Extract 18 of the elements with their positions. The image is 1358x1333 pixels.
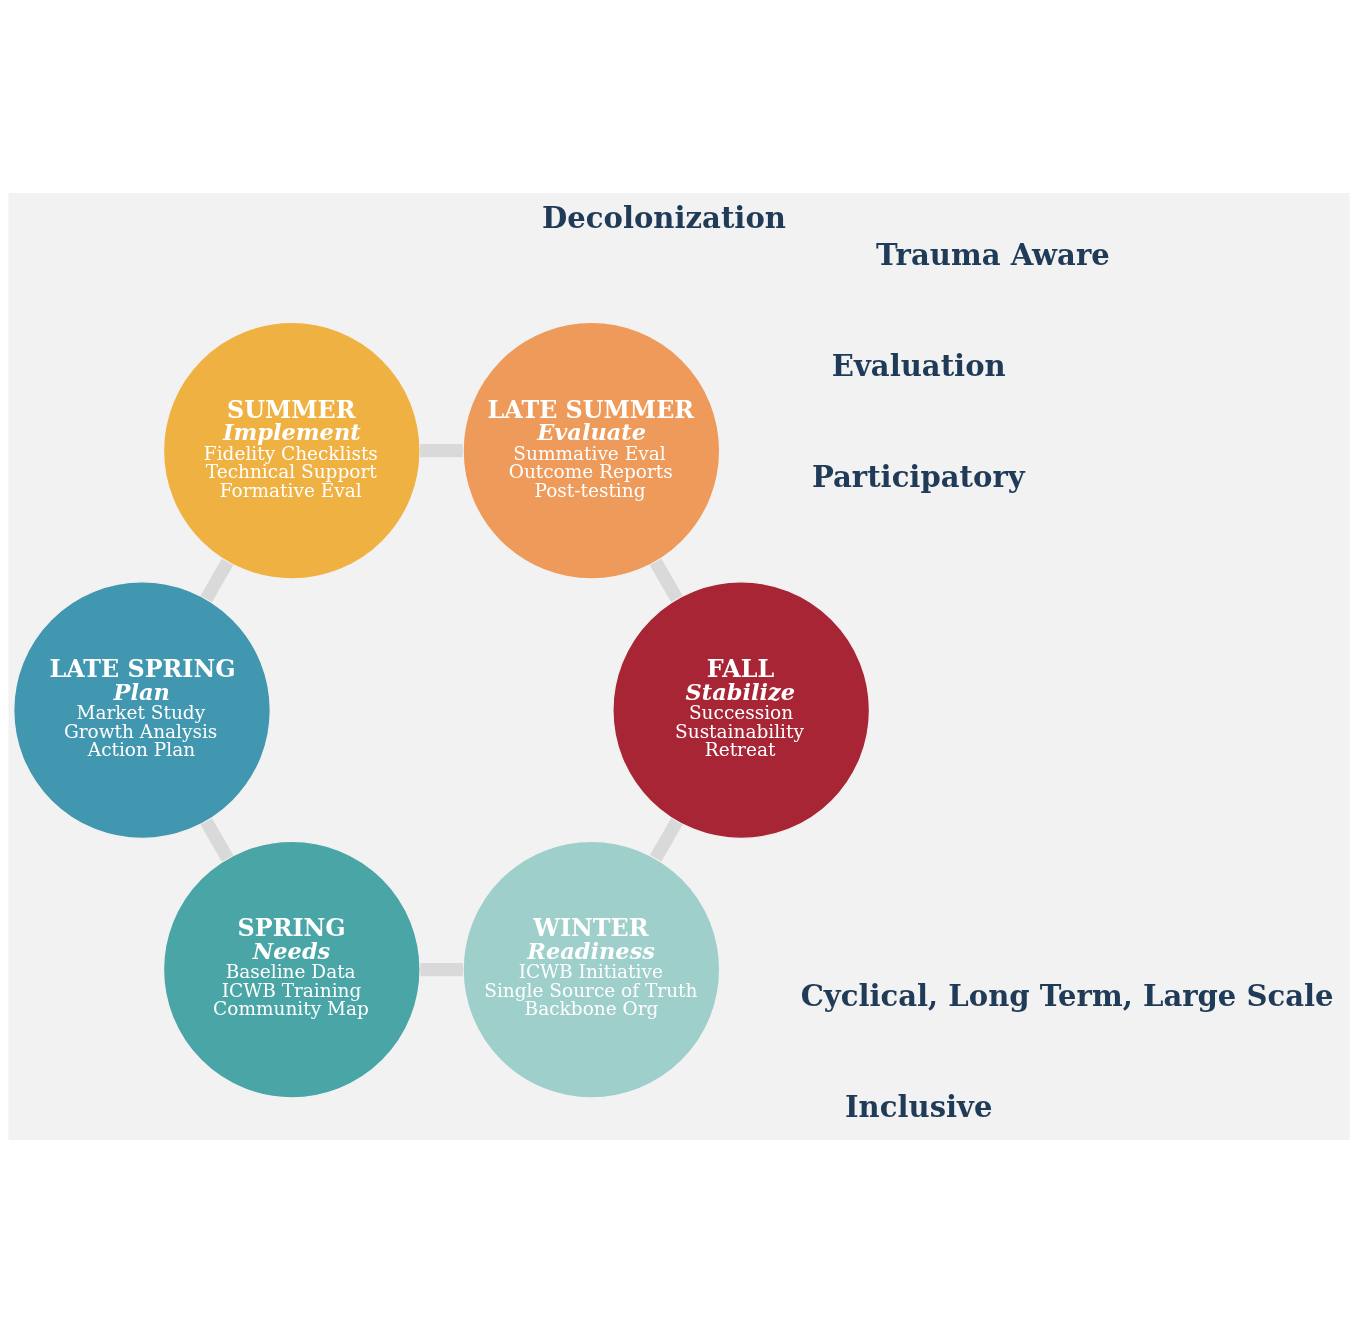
connector <box>200 818 234 862</box>
connector <box>649 818 683 862</box>
connector <box>200 558 234 603</box>
node-circle: LATE SUMMER Evaluate Summative Eval Outcome Reports Post-testing <box>462 321 721 580</box>
node-circle: SPRING Needs Baseline Data ICWB Training Community Map <box>162 840 421 1099</box>
connector <box>420 962 464 977</box>
label: Trauma Aware <box>876 238 1110 273</box>
node-circle: SUMMER Implement Fidelity Checklists Technical Support Formative Eval <box>162 321 421 580</box>
label: Cyclical, Long Term, Large Scale <box>800 978 1334 1013</box>
label: Participatory <box>811 460 1025 495</box>
connector <box>420 444 463 458</box>
node-circle: LATE SPRING Plan Market Study Growth Analysis Action Plan <box>13 581 271 840</box>
connector <box>649 558 683 603</box>
label: Evaluation <box>831 349 1006 384</box>
label: Decolonization <box>542 201 786 236</box>
node-circle: FALL Stabilize Succession Sustainability Retreat <box>612 581 871 840</box>
node-circle: WINTER Readiness ICWB Initiative Single Source of Truth Backbone Org <box>462 840 721 1099</box>
label: Inclusive <box>845 1089 993 1124</box>
